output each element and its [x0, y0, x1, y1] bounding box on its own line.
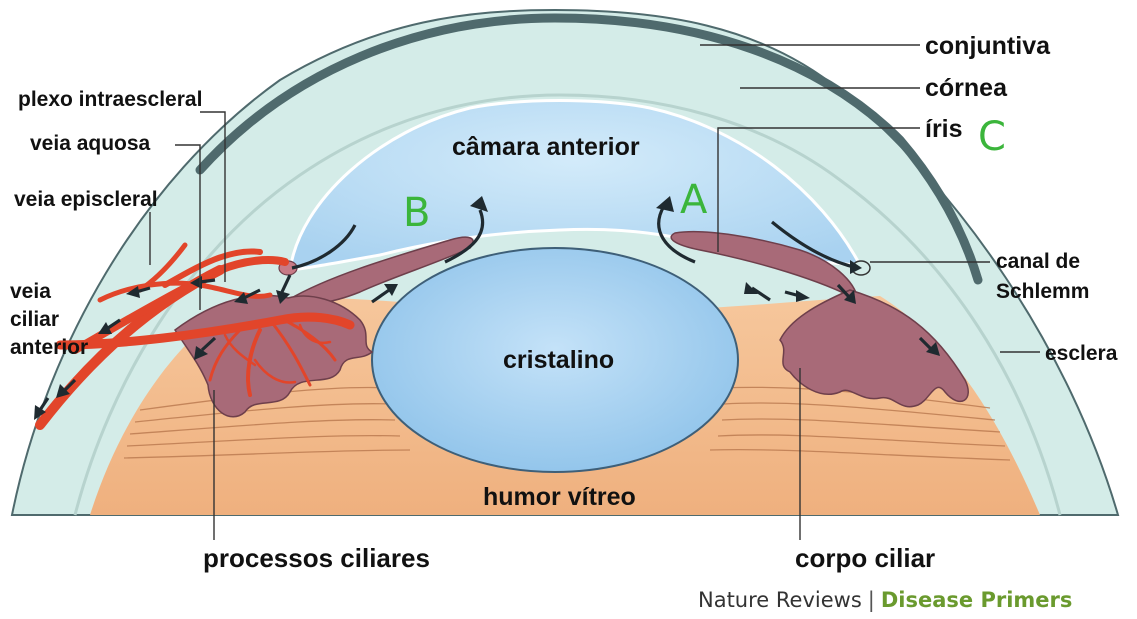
credit-series: Disease Primers: [881, 588, 1073, 612]
label-cristalino: cristalino: [503, 346, 614, 374]
label-plexo-intraescleral: plexo intraescleral: [18, 88, 202, 111]
marker-a: A: [680, 177, 708, 223]
label-veia-ciliar-anterior-line3: anterior: [10, 336, 88, 359]
credit-separator: |: [862, 588, 881, 612]
label-veia-ciliar-anterior-line1: veia: [10, 280, 51, 303]
label-cornea: córnea: [925, 74, 1008, 102]
label-veia-episcleral: veia episcleral: [14, 188, 158, 211]
label-veia-ciliar-anterior-line2: ciliar: [10, 308, 59, 331]
label-iris: íris: [925, 115, 963, 143]
label-canal-de-schlemm-line2: Schlemm: [996, 280, 1089, 303]
label-veia-aquosa: veia aquosa: [30, 132, 151, 155]
label-conjuntiva: conjuntiva: [925, 32, 1051, 60]
label-processos-ciliares: processos ciliares: [203, 543, 430, 573]
marker-b: B: [403, 190, 430, 236]
journal-credit: Nature Reviews|Disease Primers: [698, 588, 1072, 612]
label-humor-vitreo: humor vítreo: [483, 483, 636, 511]
label-esclera: esclera: [1045, 342, 1118, 365]
marker-c: C: [978, 114, 1006, 160]
label-corpo-ciliar: corpo ciliar: [795, 543, 935, 573]
label-camara-anterior: câmara anterior: [452, 133, 640, 161]
credit-journal: Nature Reviews: [698, 588, 862, 612]
label-canal-de-schlemm-line1: canal de: [996, 250, 1080, 273]
